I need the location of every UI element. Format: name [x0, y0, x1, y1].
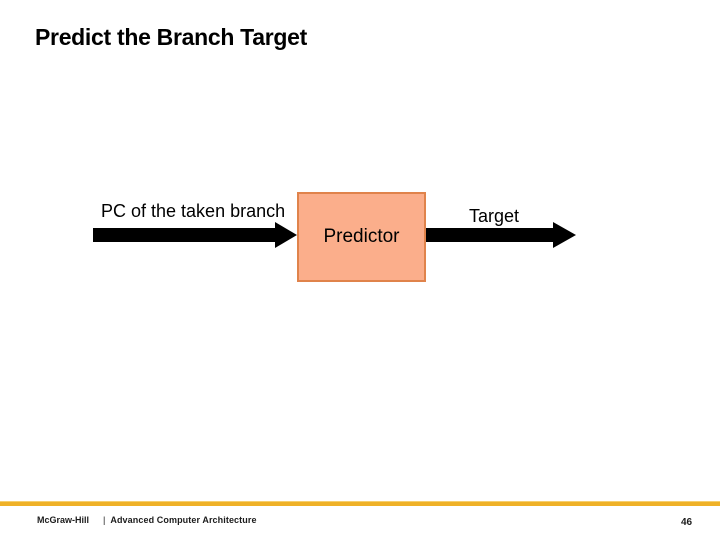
- slide-title: Predict the Branch Target: [35, 24, 307, 50]
- footer: McGraw-Hill | Advanced Computer Architec…: [37, 515, 257, 525]
- predictor-box: Predictor: [297, 192, 426, 282]
- arrow-shaft: [93, 228, 275, 242]
- footer-course-name: Advanced Computer Architecture: [110, 515, 257, 525]
- page-number: 46: [681, 517, 693, 528]
- output-right-arrow-icon: [426, 222, 576, 248]
- arrow-head: [553, 222, 576, 248]
- gold-accent-bar: [0, 501, 720, 506]
- arrow-head: [275, 222, 297, 248]
- predictor-box-label: Predictor: [323, 226, 400, 247]
- footer-separator: |: [103, 515, 106, 525]
- input-label-pc-of-taken-branch: PC of the taken branch: [101, 201, 286, 221]
- arrow-shaft: [426, 228, 553, 242]
- footer-brand: McGraw-Hill: [37, 515, 90, 525]
- output-label-target: Target: [469, 206, 520, 226]
- input-right-arrow-icon: [93, 222, 297, 248]
